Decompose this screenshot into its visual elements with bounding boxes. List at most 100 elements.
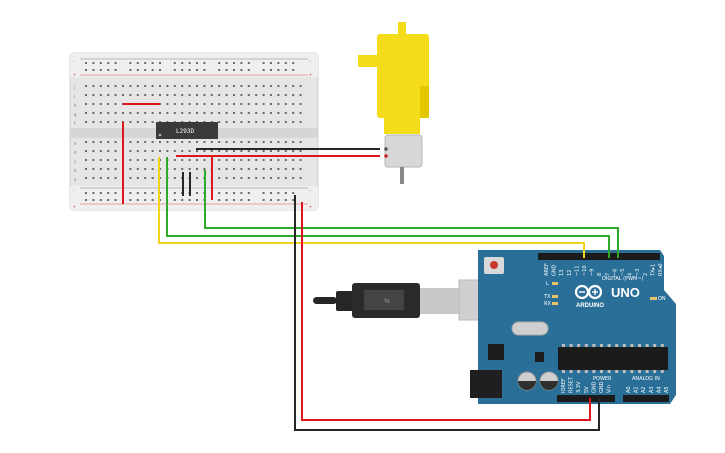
breadboard-hole[interactable] bbox=[85, 168, 87, 170]
breadboard-hole[interactable] bbox=[92, 168, 95, 170]
breadboard-hole[interactable] bbox=[166, 85, 169, 87]
breadboard-hole[interactable] bbox=[151, 121, 154, 123]
breadboard-hole[interactable] bbox=[166, 103, 169, 105]
breadboard-hole[interactable] bbox=[284, 150, 287, 152]
rail-hole[interactable] bbox=[196, 62, 198, 64]
rail-hole[interactable] bbox=[240, 69, 243, 71]
breadboard-hole[interactable] bbox=[107, 177, 110, 179]
analog-header[interactable] bbox=[623, 395, 669, 402]
breadboard-hole[interactable] bbox=[181, 150, 184, 152]
breadboard-hole[interactable] bbox=[107, 121, 110, 123]
breadboard-hole[interactable] bbox=[270, 121, 272, 123]
breadboard-hole[interactable] bbox=[188, 141, 191, 143]
breadboard-hole[interactable] bbox=[151, 85, 154, 87]
breadboard-hole[interactable] bbox=[277, 177, 280, 179]
rail-hole[interactable] bbox=[107, 62, 110, 64]
breadboard-hole[interactable] bbox=[196, 150, 198, 152]
breadboard-hole[interactable] bbox=[240, 121, 243, 123]
breadboard-hole[interactable] bbox=[129, 177, 132, 179]
breadboard-hole[interactable] bbox=[203, 159, 206, 161]
breadboard-hole[interactable] bbox=[240, 159, 243, 161]
rail-hole[interactable] bbox=[284, 192, 287, 194]
rail-hole[interactable] bbox=[225, 62, 228, 64]
breadboard-hole[interactable] bbox=[203, 112, 206, 114]
breadboard-hole[interactable] bbox=[233, 177, 235, 179]
rail-hole[interactable] bbox=[247, 199, 250, 201]
rail-hole[interactable] bbox=[292, 199, 295, 201]
breadboard-hole[interactable] bbox=[114, 168, 117, 170]
breadboard-hole[interactable] bbox=[188, 150, 191, 152]
breadboard-hole[interactable] bbox=[144, 85, 147, 87]
breadboard-hole[interactable] bbox=[210, 103, 213, 105]
breadboard-hole[interactable] bbox=[270, 168, 272, 170]
breadboard-hole[interactable] bbox=[144, 141, 147, 143]
breadboard-hole[interactable] bbox=[99, 94, 102, 96]
rail-hole[interactable] bbox=[114, 199, 117, 201]
rail-hole[interactable] bbox=[129, 62, 132, 64]
breadboard-hole[interactable] bbox=[129, 121, 132, 123]
rail-hole[interactable] bbox=[85, 62, 87, 64]
rail-hole[interactable] bbox=[144, 192, 147, 194]
rail-hole[interactable] bbox=[270, 192, 272, 194]
breadboard-hole[interactable] bbox=[136, 150, 139, 152]
breadboard-hole[interactable] bbox=[203, 150, 206, 152]
breadboard-hole[interactable] bbox=[85, 94, 87, 96]
breadboard-hole[interactable] bbox=[225, 103, 228, 105]
breadboard-hole[interactable] bbox=[159, 150, 161, 152]
breadboard-hole[interactable] bbox=[85, 85, 87, 87]
breadboard-hole[interactable] bbox=[203, 168, 206, 170]
rail-hole[interactable] bbox=[92, 199, 95, 201]
breadboard-hole[interactable] bbox=[181, 85, 184, 87]
breadboard-hole[interactable] bbox=[173, 150, 176, 152]
breadboard-hole[interactable] bbox=[284, 112, 287, 114]
breadboard-hole[interactable] bbox=[114, 121, 117, 123]
breadboard-hole[interactable] bbox=[107, 159, 110, 161]
breadboard-hole[interactable] bbox=[247, 103, 250, 105]
rail-hole[interactable] bbox=[270, 199, 272, 201]
breadboard-hole[interactable] bbox=[129, 159, 132, 161]
rail-hole[interactable] bbox=[203, 62, 206, 64]
rail-hole[interactable] bbox=[85, 69, 87, 71]
breadboard-hole[interactable] bbox=[144, 150, 147, 152]
wire-green-to-pin-6[interactable] bbox=[204, 170, 619, 258]
breadboard-hole[interactable] bbox=[270, 94, 272, 96]
dc-motor[interactable] bbox=[358, 22, 429, 184]
breadboard-hole[interactable] bbox=[114, 150, 117, 152]
breadboard-hole[interactable] bbox=[210, 150, 213, 152]
breadboard-hole[interactable] bbox=[292, 159, 295, 161]
breadboard-hole[interactable] bbox=[225, 85, 228, 87]
breadboard-hole[interactable] bbox=[240, 85, 243, 87]
breadboard-hole[interactable] bbox=[299, 141, 302, 143]
breadboard-hole[interactable] bbox=[210, 94, 213, 96]
breadboard-hole[interactable] bbox=[247, 141, 250, 143]
breadboard-hole[interactable] bbox=[292, 141, 295, 143]
breadboard-hole[interactable] bbox=[136, 94, 139, 96]
rail-hole[interactable] bbox=[218, 62, 221, 64]
rail-hole[interactable] bbox=[196, 199, 198, 201]
breadboard-hole[interactable] bbox=[188, 85, 191, 87]
breadboard-hole[interactable] bbox=[159, 141, 161, 143]
breadboard-hole[interactable] bbox=[85, 159, 87, 161]
breadboard-hole[interactable] bbox=[299, 112, 302, 114]
rail-hole[interactable] bbox=[85, 192, 87, 194]
rail-hole[interactable] bbox=[151, 199, 154, 201]
breadboard-hole[interactable] bbox=[129, 85, 132, 87]
breadboard-hole[interactable] bbox=[240, 150, 243, 152]
rail-hole[interactable] bbox=[99, 192, 102, 194]
rail-hole[interactable] bbox=[218, 199, 221, 201]
breadboard-hole[interactable] bbox=[92, 177, 95, 179]
breadboard-hole[interactable] bbox=[262, 177, 265, 179]
breadboard-hole[interactable] bbox=[292, 121, 295, 123]
breadboard-hole[interactable] bbox=[136, 177, 139, 179]
breadboard-hole[interactable] bbox=[284, 85, 287, 87]
breadboard-hole[interactable] bbox=[99, 112, 102, 114]
breadboard-hole[interactable] bbox=[292, 94, 295, 96]
breadboard-hole[interactable] bbox=[144, 177, 147, 179]
breadboard-hole[interactable] bbox=[173, 103, 176, 105]
breadboard-hole[interactable] bbox=[181, 94, 184, 96]
breadboard-hole[interactable] bbox=[233, 103, 235, 105]
breadboard-hole[interactable] bbox=[85, 141, 87, 143]
breadboard-hole[interactable] bbox=[277, 121, 280, 123]
breadboard-hole[interactable] bbox=[92, 121, 95, 123]
